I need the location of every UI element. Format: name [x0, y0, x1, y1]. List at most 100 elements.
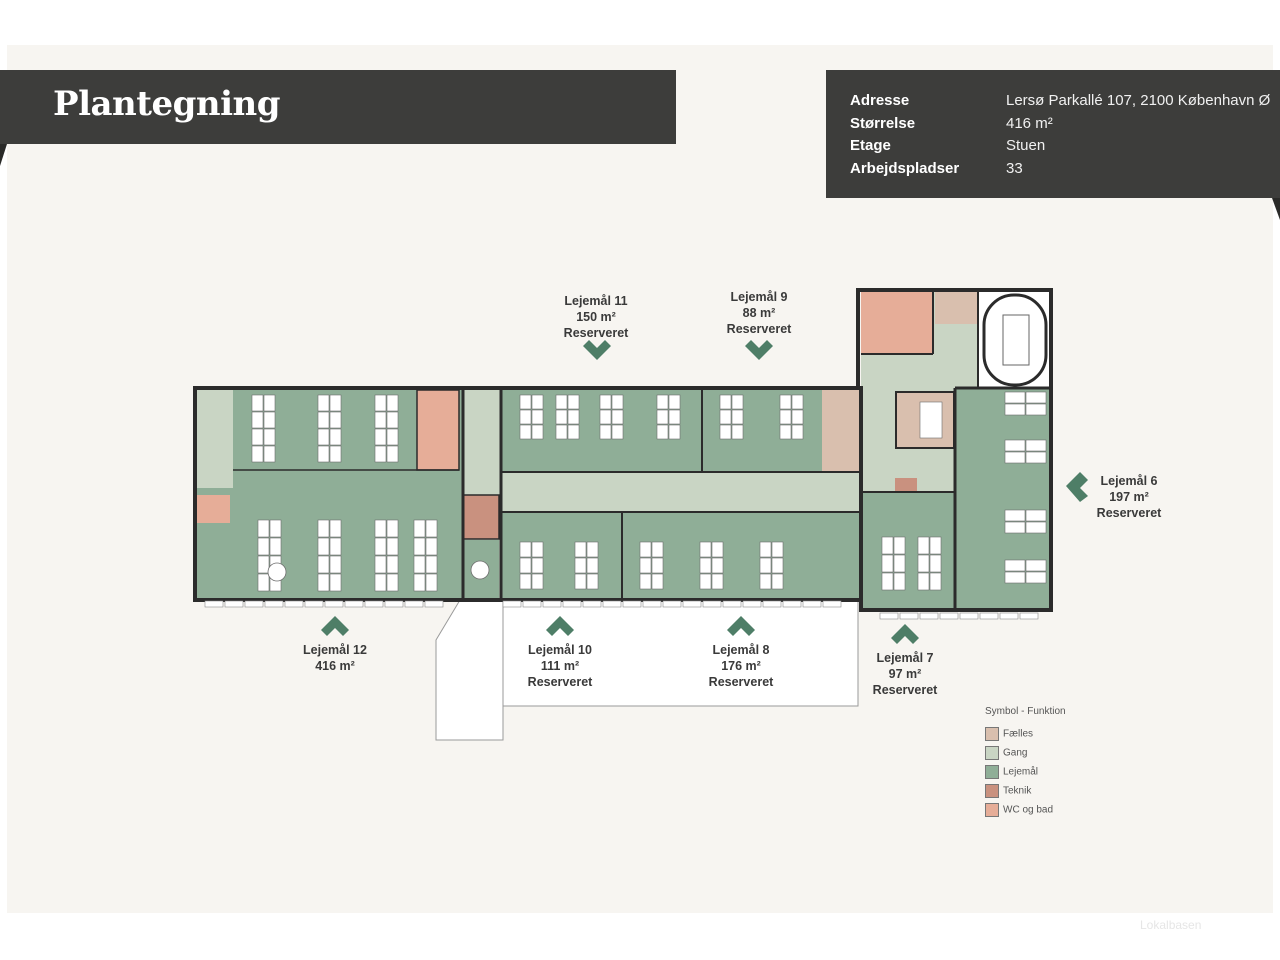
- info-key: Adresse: [850, 92, 910, 109]
- desk: [329, 445, 342, 463]
- desk: [719, 424, 732, 440]
- desk: [555, 409, 568, 425]
- desk: [374, 537, 387, 556]
- desk: [374, 394, 387, 412]
- desk: [519, 424, 532, 440]
- unit-name: Lejemål 11: [564, 294, 628, 308]
- unit-status: Reserveret: [563, 326, 629, 340]
- unit-markers: [321, 340, 1088, 644]
- desk: [519, 541, 532, 558]
- window: [822, 600, 842, 608]
- desk: [1025, 391, 1047, 404]
- desk: [791, 424, 804, 440]
- desk: [1004, 403, 1026, 416]
- window: [979, 612, 999, 620]
- desk: [651, 557, 664, 574]
- desk: [919, 401, 943, 439]
- label-lejemaal-12: Lejemål 12 416 m²: [280, 642, 390, 674]
- desk: [893, 572, 906, 591]
- round-table: [267, 562, 287, 582]
- desk: [711, 541, 724, 558]
- desk: [1004, 391, 1026, 404]
- marker-lejemaal-9: [745, 340, 773, 360]
- legend-label: WC og bad: [1003, 804, 1054, 816]
- unit-name: Lejemål 9: [730, 290, 788, 304]
- unit-status: Reserveret: [708, 675, 774, 689]
- desk: [759, 541, 772, 558]
- desk: [317, 445, 330, 463]
- walls: [193, 288, 1053, 612]
- technical-room: [463, 495, 499, 539]
- desk: [699, 573, 712, 590]
- desk: [374, 519, 387, 538]
- window: [304, 600, 324, 608]
- desk: [611, 424, 624, 440]
- desk: [639, 557, 652, 574]
- desk: [599, 424, 612, 440]
- desk: [386, 555, 399, 574]
- desks: [251, 391, 1047, 592]
- desk: [329, 537, 342, 556]
- desk: [1025, 521, 1047, 534]
- desk: [531, 541, 544, 558]
- window: [642, 600, 662, 608]
- desk: [531, 557, 544, 574]
- desk: [374, 428, 387, 446]
- legend-swatch: [985, 803, 999, 817]
- label-lejemaal-8: Lejemål 8 176 m² Reserveret: [686, 642, 796, 690]
- unit-area: 150 m²: [576, 310, 616, 324]
- desk: [386, 428, 399, 446]
- desk: [759, 573, 772, 590]
- window: [1019, 612, 1039, 620]
- desk: [257, 537, 270, 556]
- desk: [779, 424, 792, 440]
- marker-lejemaal-10: [546, 616, 574, 636]
- desk: [771, 573, 784, 590]
- desk: [251, 411, 264, 429]
- desk: [251, 445, 264, 463]
- desk: [586, 557, 599, 574]
- desk: [929, 572, 942, 591]
- desk: [1004, 571, 1026, 584]
- desk: [1004, 559, 1026, 572]
- unit-name: Lejemål 6: [1100, 474, 1158, 488]
- desk: [599, 409, 612, 425]
- window: [782, 600, 802, 608]
- corridor-central: [501, 472, 861, 512]
- window: [502, 600, 522, 608]
- marker-lejemaal-8: [727, 616, 755, 636]
- legend-label: Gang: [1003, 747, 1028, 759]
- desk: [269, 519, 282, 538]
- legend-label: Fælles: [1003, 728, 1034, 740]
- desk: [317, 411, 330, 429]
- desk: [611, 409, 624, 425]
- desk: [386, 537, 399, 556]
- desk: [263, 445, 276, 463]
- desk: [719, 409, 732, 425]
- desk: [263, 428, 276, 446]
- legend-swatch: [985, 784, 999, 798]
- desk: [386, 394, 399, 412]
- wc-small-west: [196, 495, 230, 523]
- window: [582, 600, 602, 608]
- desk: [374, 445, 387, 463]
- desk: [779, 394, 792, 410]
- desk: [779, 409, 792, 425]
- desk: [893, 536, 906, 555]
- desk: [791, 409, 804, 425]
- desk: [711, 557, 724, 574]
- title-banner-fold: [0, 144, 7, 166]
- info-key: Etage: [850, 137, 891, 154]
- window: [404, 600, 424, 608]
- window: [702, 600, 722, 608]
- window: [384, 600, 404, 608]
- desk: [791, 394, 804, 410]
- desk: [1025, 403, 1047, 416]
- desk: [329, 428, 342, 446]
- unit-area: 88 m²: [742, 306, 776, 320]
- desk: [329, 394, 342, 412]
- desk: [611, 394, 624, 410]
- window: [542, 600, 562, 608]
- desk: [1004, 439, 1026, 452]
- desk: [929, 554, 942, 573]
